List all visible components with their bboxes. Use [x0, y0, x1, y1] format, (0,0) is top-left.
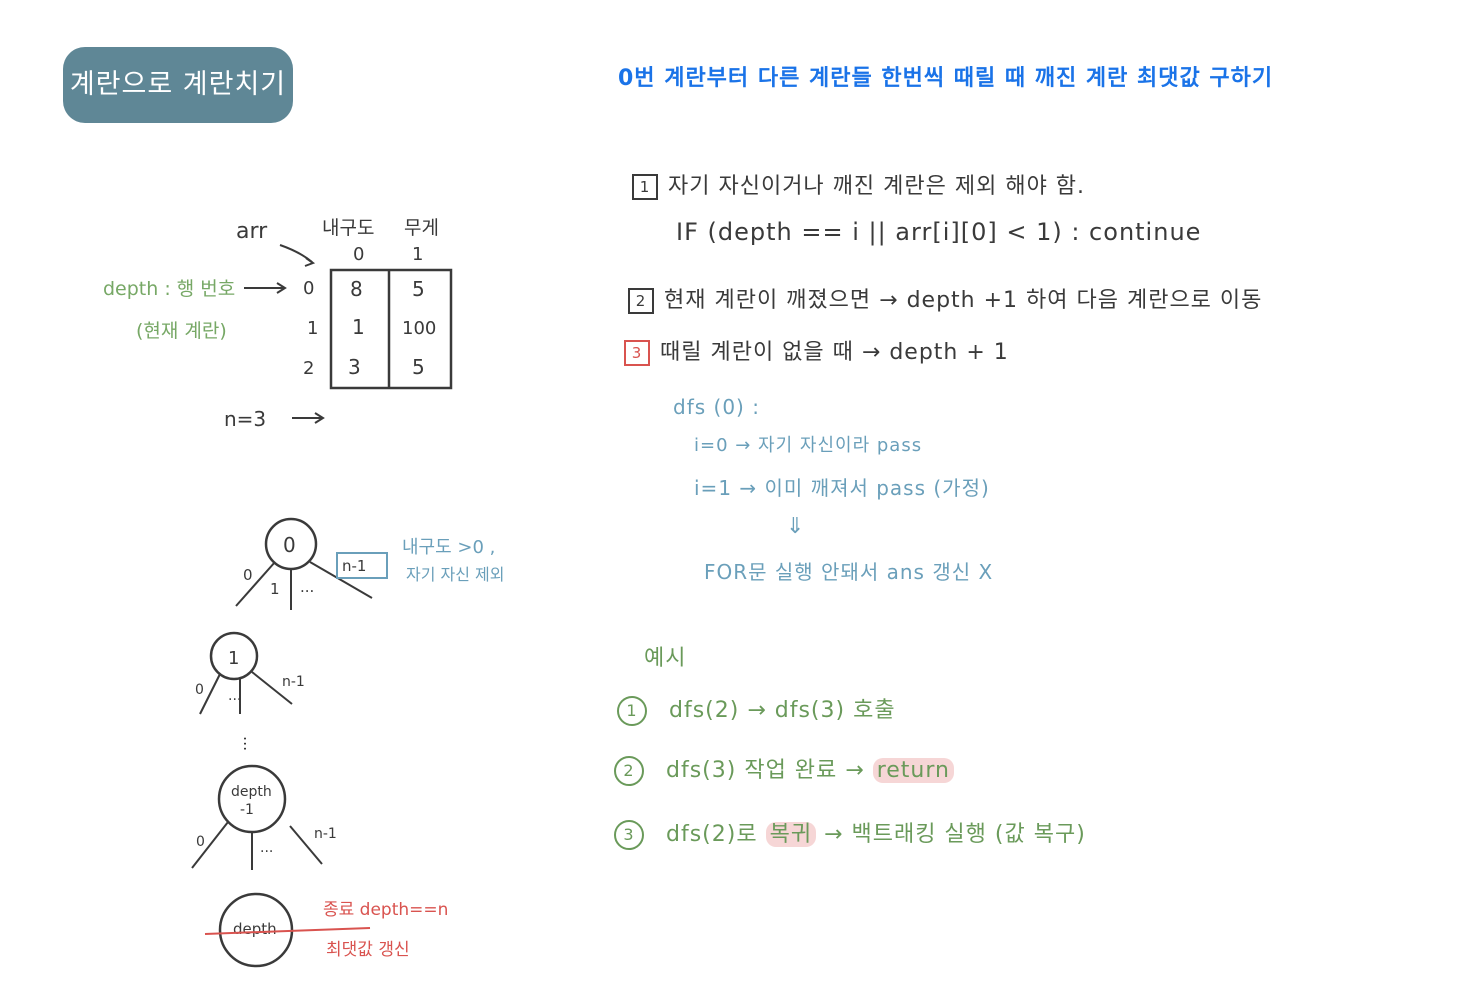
- example-item-2-text: dfs(3) 작업 완료 →: [666, 758, 873, 783]
- cell-0-0: 8: [350, 277, 363, 301]
- example-item-3-text-b: → 백트래킹 실행 (값 복구): [816, 822, 1086, 847]
- rule-2: 2 현재 계란이 깨졌으면 → depth +1 하여 다음 계란으로 이동: [628, 282, 1262, 314]
- table-border: [329, 268, 453, 390]
- example-item-1-num: 1: [617, 696, 647, 726]
- col-header-durability: 내구도: [322, 217, 374, 239]
- cell-1-0: 1: [352, 315, 365, 339]
- example-label: 예시: [644, 646, 687, 671]
- cell-2-0: 3: [348, 355, 361, 379]
- rule-3: 3 때릴 계란이 없을 때 → depth + 1: [624, 334, 1009, 366]
- arr-label: arr: [236, 219, 268, 244]
- example-item-3-text-a: dfs(2)로: [666, 822, 766, 847]
- tree-node-depth-minus1-label-b: -1: [240, 802, 254, 818]
- title-badge: 계란으로 계란치기: [63, 47, 293, 123]
- edge-d1-dots: ...: [260, 840, 273, 856]
- edge-l1-dots: ...: [228, 688, 241, 704]
- rule-2-text: 현재 계란이 깨졌으면 → depth +1 하여 다음 계란으로 이동: [664, 288, 1263, 313]
- trace-line-3: i=1 → 이미 깨져서 pass (가정): [694, 476, 990, 500]
- edge-label-0: 0: [243, 566, 253, 584]
- example-item-3: 3 dfs(2)로 복귀 → 백트래킹 실행 (값 복구): [614, 816, 1086, 850]
- diagram-canvas: arr 내구도 무게 0 1 0 1 2 8 5 1 100 3 5 depth…: [103, 217, 505, 968]
- edge-root-n1: [309, 561, 373, 599]
- edge-dots: ...: [300, 578, 314, 596]
- example-item-3-highlight: 복귀: [765, 822, 817, 847]
- trace-line-2: i=0 → 자기 자신이라 pass: [694, 435, 923, 456]
- rule-1: 1 자기 자신이거나 깨진 계란은 제외 해야 함.: [632, 168, 1085, 200]
- rule-1-code: IF (depth == i || arr[i][0] < 1) : conti…: [676, 218, 1202, 246]
- rule-1-text: 자기 자신이거나 깨진 계란은 제외 해야 함.: [668, 174, 1086, 199]
- row-index-1: 1: [307, 318, 318, 339]
- end-note-1: 종료 depth==n: [323, 900, 448, 920]
- row-index-0: 0: [303, 278, 314, 299]
- example-item-1: 1 dfs(2) → dfs(3) 호출: [617, 692, 896, 726]
- trace-arrow: ⇓: [786, 514, 806, 539]
- strike-line: [204, 927, 371, 935]
- edge-root-0: [235, 561, 276, 607]
- edge-d1-0: [191, 821, 229, 869]
- page-heading: 0번 계란부터 다른 계란들 한번씩 때릴 때 깨진 계란 최댓값 구하기: [618, 66, 1274, 91]
- edge-l1-n1: [251, 671, 293, 705]
- cell-2-1: 5: [412, 355, 425, 379]
- depth-note-sub: (현재 계란): [136, 320, 227, 342]
- n-label: n=3: [224, 407, 266, 431]
- tree-node-level1: [209, 631, 259, 681]
- trace-line-4: FOR문 실행 안돼서 ans 갱신 X: [704, 560, 994, 584]
- example-item-1-text: dfs(2) → dfs(3) 호출: [669, 698, 896, 723]
- depth-note: depth : 행 번호: [103, 278, 235, 300]
- rule-3-text: 때릴 계란이 없을 때 → depth + 1: [660, 340, 1009, 365]
- tree-node-depth-minus1-label-a: depth: [231, 784, 272, 800]
- vertical-dots: ...: [240, 736, 259, 751]
- col-index-0: 0: [353, 244, 364, 265]
- example-item-2-num: 2: [614, 756, 644, 786]
- end-note-2: 최댓값 갱신: [326, 940, 410, 960]
- trace-line-1: dfs (0) :: [673, 395, 760, 419]
- tree-note-1: 내구도 >0 ,: [402, 537, 495, 558]
- n1-box-label: n-1: [342, 557, 366, 575]
- rule-2-num: 2: [628, 288, 654, 314]
- example-item-3-num: 3: [614, 820, 644, 850]
- cell-0-1: 5: [412, 277, 425, 301]
- col-header-weight: 무게: [404, 217, 439, 239]
- edge-l1-label-n1: n-1: [282, 674, 305, 690]
- example-item-2-highlight: return: [872, 758, 954, 783]
- cell-1-1: 100: [402, 318, 436, 339]
- edge-l1-0: [199, 673, 221, 715]
- edge-label-1: 1: [270, 580, 280, 598]
- rule-3-num: 3: [624, 340, 650, 366]
- tree-note-2: 자기 자신 제외: [406, 565, 505, 584]
- edge-l1-label-0: 0: [195, 682, 204, 698]
- example-item-2: 2 dfs(3) 작업 완료 → return: [614, 752, 954, 786]
- tree-node-level1-label: 1: [228, 648, 239, 669]
- rule-1-num: 1: [632, 174, 658, 200]
- row-index-2: 2: [303, 358, 314, 379]
- n1-box: [336, 552, 388, 579]
- tree-node-depth-label: depth: [233, 920, 277, 938]
- edge-d1-label-0: 0: [196, 834, 205, 850]
- tree-node-root-label: 0: [283, 533, 296, 557]
- col-index-1: 1: [412, 244, 423, 265]
- edge-d1-label-n1: n-1: [314, 826, 337, 842]
- edge-d1-n1: [289, 825, 323, 865]
